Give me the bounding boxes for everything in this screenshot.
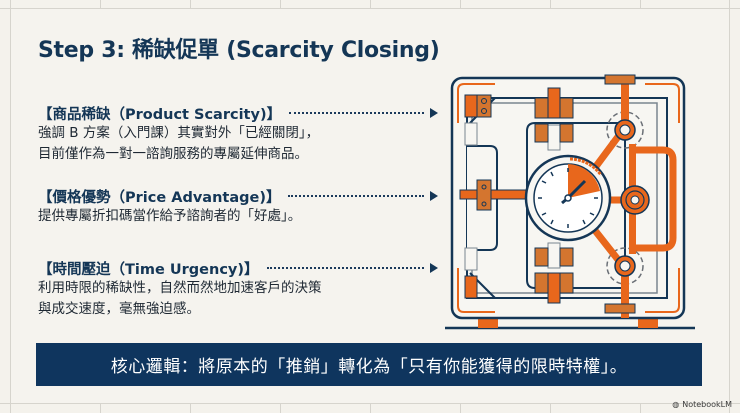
point-body: 利用時限的稀缺性，自然而然地加速客戶的決策 與成交速度，毫無強迫感。 <box>38 280 322 317</box>
point-heading: 【時間壓迫（Time Urgency)】 <box>38 261 259 278</box>
point-heading: 【價格優勢（Price Advantage)】 <box>38 189 281 206</box>
point-product-scarcity: 【商品稀缺（Product Scarcity)】 強調 B 方案（入門課）其實對… <box>38 103 438 165</box>
core-logic-banner: 核心邏輯：將原本的「推銷」轉化為「只有你能獲得的限時特權」。 <box>36 343 702 386</box>
brand-label: NotebookLM <box>682 400 732 409</box>
point-time-urgency: 【時間壓迫（Time Urgency)】 利用時限的稀缺性，自然而然地加速客戶的… <box>38 258 438 320</box>
dotted-leader-line <box>288 195 424 197</box>
arrow-right-icon <box>430 263 438 273</box>
slide-title: Step 3: 稀缺促單 (Scarcity Closing) <box>38 38 440 63</box>
arrow-right-icon <box>430 108 438 118</box>
point-heading: 【商品稀缺（Product Scarcity)】 <box>38 106 282 123</box>
point-body: 強調 B 方案（入門課）其實對外「已經關閉」， 目前僅作為一對一諮詢服務的專屬延… <box>38 125 320 162</box>
vault-safe-icon <box>445 74 695 330</box>
notebooklm-watermark: ◍ NotebookLM <box>672 400 732 409</box>
point-price-advantage: 【價格優勢（Price Advantage)】 提供專屬折扣碼當作給予諮詢者的「… <box>38 186 438 227</box>
point-body: 提供專屬折扣碼當作給予諮詢者的「好處」。 <box>38 208 302 224</box>
vault-safe-illustration <box>445 68 695 342</box>
arrow-right-icon <box>430 191 438 201</box>
notebooklm-icon: ◍ <box>672 400 680 409</box>
dotted-leader-line <box>289 112 424 114</box>
dotted-leader-line <box>266 267 424 269</box>
